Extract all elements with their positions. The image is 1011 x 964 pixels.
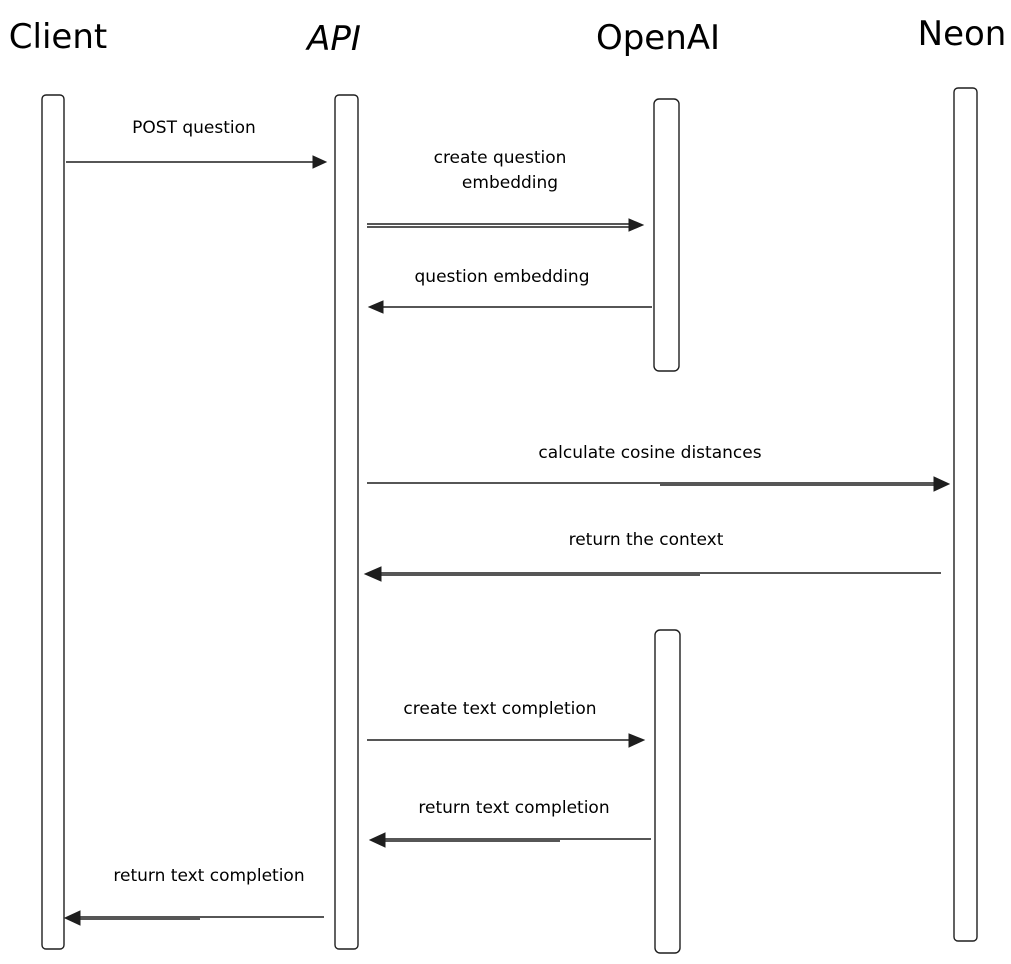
- arrowhead-left-icon: [363, 566, 382, 582]
- arrowhead-left-icon: [367, 300, 384, 314]
- participant-openai-label: OpenAI: [596, 18, 720, 58]
- arrowhead-right-icon: [628, 218, 645, 232]
- arrowhead-right-icon: [933, 476, 951, 492]
- participant-api-label: API: [305, 19, 361, 59]
- participant-neon-label: Neon: [918, 14, 1007, 54]
- msg-calc-cosine-label: calculate cosine distances: [538, 443, 761, 463]
- msg-return-completion-openai-label: return text completion: [418, 798, 609, 818]
- arrowhead-left-icon: [368, 832, 386, 848]
- openai-activation-completion: [654, 629, 681, 954]
- arrowhead-right-icon: [628, 733, 646, 748]
- msg-create-embedding-label-1: create question: [434, 148, 567, 168]
- client-lifeline: [41, 94, 65, 950]
- msg-question-embedding-label: question embedding: [415, 267, 590, 287]
- msg-post-question-label: POST question: [132, 118, 256, 138]
- msg-return-context-label: return the context: [569, 530, 724, 550]
- api-lifeline: [334, 94, 359, 950]
- arrowhead-right-icon: [312, 155, 328, 169]
- msg-return-completion-client-label: return text completion: [113, 866, 304, 886]
- msg-create-completion-label: create text completion: [403, 699, 596, 719]
- neon-lifeline: [953, 87, 978, 942]
- openai-activation-embedding: [653, 98, 680, 372]
- arrowhead-left-icon: [63, 910, 81, 926]
- msg-create-embedding-label-2: embedding: [462, 173, 558, 193]
- participant-client-label: Client: [9, 17, 107, 57]
